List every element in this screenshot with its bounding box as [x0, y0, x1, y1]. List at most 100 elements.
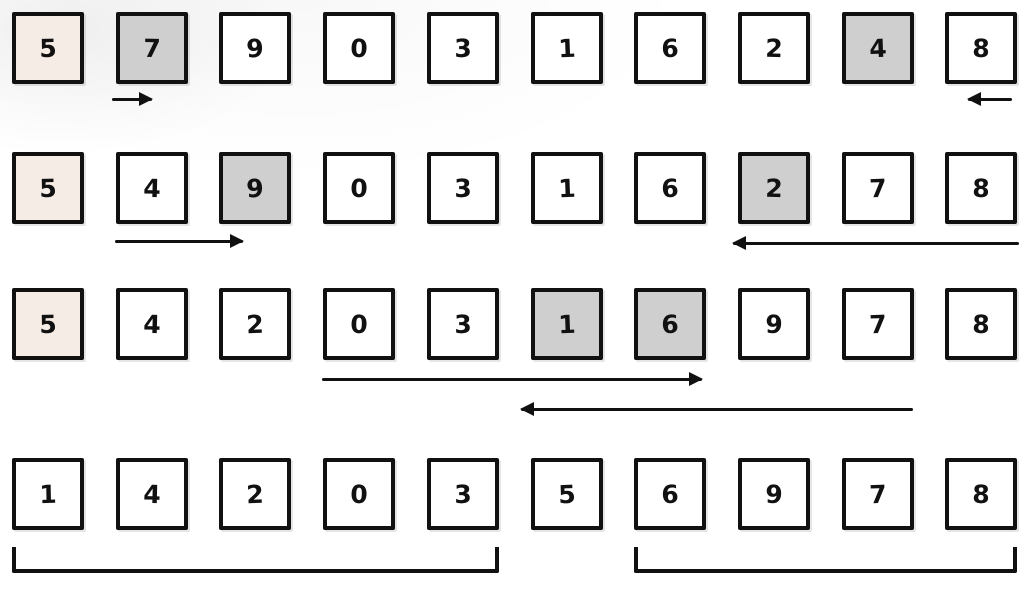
array-cell[interactable]: 9	[219, 12, 292, 84]
array-cell[interactable]: 6	[634, 288, 707, 360]
left-pointer-arrow-right-icon	[115, 234, 244, 248]
arrow-shaft	[733, 242, 1019, 245]
left-partition-bracket	[12, 547, 499, 573]
array-cell-value: 1	[557, 173, 576, 203]
array-cell-value: 5	[38, 173, 58, 203]
array-cell[interactable]: 5	[12, 152, 84, 224]
array-cell[interactable]: 7	[115, 12, 188, 84]
right-pointer-arrow-left-icon	[967, 92, 1012, 106]
array-cell[interactable]: 3	[426, 288, 499, 360]
array-cell[interactable]: 7	[841, 152, 914, 224]
array-cell[interactable]: 5	[12, 12, 84, 84]
array-cell-value: 2	[764, 173, 783, 203]
array-cell[interactable]: 9	[737, 458, 810, 530]
array-cell-value: 8	[972, 479, 991, 509]
array-cell-value: 0	[350, 173, 369, 203]
array-cell-value: 6	[661, 33, 680, 63]
array-cell[interactable]: 6	[634, 152, 707, 224]
array-cell-value: 7	[868, 479, 887, 509]
arrow-shaft	[112, 98, 152, 101]
array-cell-value: 0	[350, 479, 369, 509]
left-pointer-arrow-right-icon	[322, 372, 703, 386]
array-cell[interactable]: 2	[737, 152, 810, 224]
array-cell[interactable]: 0	[323, 288, 396, 360]
array-cell-value: 2	[764, 33, 783, 63]
array-cell-value: 4	[142, 173, 161, 203]
arrow-head-icon	[520, 402, 534, 416]
array-cell[interactable]: 1	[12, 458, 84, 530]
array-cell[interactable]: 1	[530, 152, 603, 224]
arrow-head-icon	[967, 92, 981, 106]
array-cell-value: 7	[868, 173, 887, 203]
array-cell[interactable]: 3	[426, 152, 499, 224]
array-cell-value: 5	[38, 33, 58, 63]
array-cell[interactable]: 4	[841, 12, 914, 84]
array-cell[interactable]: 8	[945, 12, 1018, 84]
right-pointer-arrow-left-icon	[732, 236, 1019, 250]
arrow-head-icon	[139, 92, 153, 106]
array-cell[interactable]: 6	[634, 12, 707, 84]
array-cell-value: 6	[661, 309, 680, 339]
array-cell[interactable]: 8	[945, 152, 1018, 224]
array-cell-value: 4	[142, 309, 161, 339]
array-cell[interactable]: 1	[530, 12, 603, 84]
array-cell[interactable]: 6	[634, 458, 707, 530]
array-cell[interactable]: 3	[426, 12, 499, 84]
array-cell[interactable]: 8	[945, 458, 1018, 530]
arrow-shaft	[322, 378, 702, 381]
array-cell-value: 3	[453, 173, 472, 203]
array-cell-value: 8	[972, 309, 991, 339]
array-cell[interactable]: 4	[115, 288, 188, 360]
array-cell-value: 3	[453, 479, 472, 509]
array-cell[interactable]: 7	[841, 288, 914, 360]
array-cell-value: 3	[453, 33, 472, 63]
array-cell-value: 1	[38, 479, 58, 509]
array-cell[interactable]: 3	[426, 458, 499, 530]
array-cell[interactable]: 0	[323, 458, 396, 530]
array-cell-value: 7	[142, 33, 161, 63]
array-cell-value: 1	[557, 309, 576, 339]
array-cell[interactable]: 4	[115, 152, 188, 224]
right-pointer-arrow-left-icon	[520, 402, 913, 416]
array-cell[interactable]: 2	[219, 458, 292, 530]
arrow-head-icon	[689, 372, 703, 386]
array-cell-value: 3	[453, 309, 472, 339]
array-cell-value: 6	[661, 173, 680, 203]
array-cell-value: 8	[972, 33, 991, 63]
left-pointer-arrow-right-icon	[112, 92, 153, 106]
array-cell-value: 4	[142, 479, 161, 509]
arrow-shaft	[968, 98, 1012, 101]
arrow-head-icon	[230, 234, 244, 248]
array-cell[interactable]: 9	[737, 288, 810, 360]
array-cell[interactable]: 2	[219, 288, 292, 360]
array-cell[interactable]: 4	[115, 458, 188, 530]
array-cell-value: 9	[246, 173, 265, 203]
array-cell-value: 8	[972, 173, 991, 203]
array-cell[interactable]: 0	[323, 12, 396, 84]
array-cell-value: 9	[764, 309, 783, 339]
arrow-shaft	[115, 240, 243, 243]
array-cell[interactable]: 5	[530, 458, 603, 530]
array-cell-value: 9	[246, 33, 265, 63]
array-cell-value: 1	[557, 33, 576, 63]
array-cell-value: 2	[246, 309, 265, 339]
array-cell-value: 0	[350, 309, 369, 339]
array-cell[interactable]: 7	[841, 458, 914, 530]
array-cell[interactable]: 0	[323, 152, 396, 224]
array-cell-value: 2	[246, 479, 265, 509]
array-cell-value: 9	[764, 479, 783, 509]
array-cell[interactable]: 9	[219, 152, 292, 224]
array-cell[interactable]: 1	[530, 288, 603, 360]
array-cell-value: 7	[868, 309, 887, 339]
arrow-head-icon	[732, 236, 746, 250]
array-cell-value: 5	[38, 309, 58, 339]
array-cell-value: 5	[557, 479, 576, 509]
arrow-shaft	[521, 408, 913, 411]
array-cell-value: 0	[350, 33, 369, 63]
array-cell-value: 4	[868, 33, 887, 63]
array-cell[interactable]: 2	[737, 12, 810, 84]
array-cell-value: 6	[661, 479, 680, 509]
array-cell[interactable]: 8	[945, 288, 1018, 360]
array-cell[interactable]: 5	[12, 288, 84, 360]
